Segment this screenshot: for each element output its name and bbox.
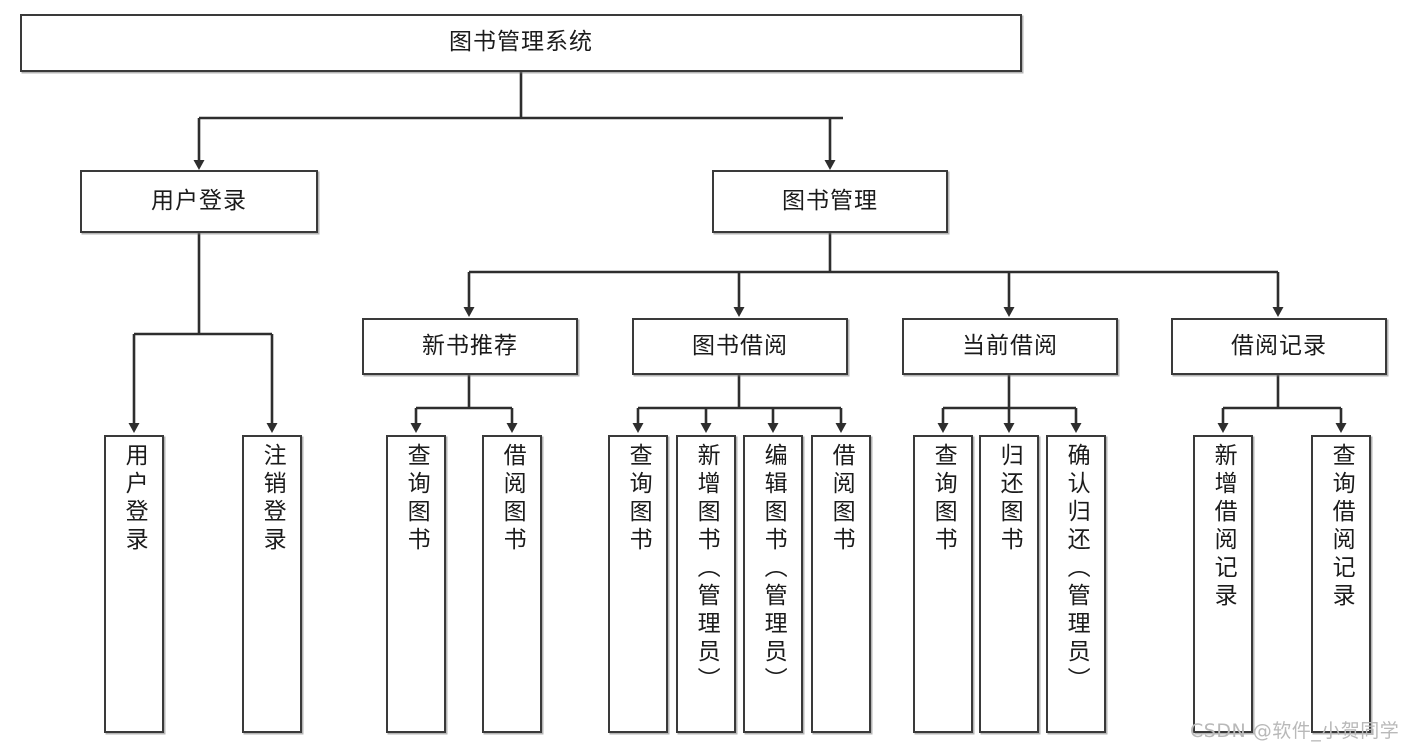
node-leaf-borrow-book-2[interactable]: 借阅图书 — [811, 435, 871, 733]
node-borrow-record[interactable]: 借阅记录 — [1171, 318, 1387, 375]
node-leaf-edit-book[interactable]: 编辑图书（管理员） — [743, 435, 803, 733]
node-leaf-query-book-3[interactable]: 查询图书 — [913, 435, 973, 733]
node-new-book-recommend[interactable]: 新书推荐 — [362, 318, 578, 375]
node-label: 借阅图书 — [828, 443, 855, 555]
node-label: 归还图书 — [996, 443, 1023, 555]
node-label: 图书借阅 — [692, 332, 788, 359]
node-leaf-query-record[interactable]: 查询借阅记录 — [1311, 435, 1371, 733]
csdn-watermark: CSDN @软件_小贺同学 — [1190, 720, 1400, 742]
node-label: 编辑图书（管理员） — [760, 443, 787, 695]
node-label: 查询图书 — [625, 443, 652, 555]
node-book-manage[interactable]: 图书管理 — [712, 170, 948, 233]
node-user-login[interactable]: 用户登录 — [80, 170, 318, 233]
node-leaf-add-record[interactable]: 新增借阅记录 — [1193, 435, 1253, 733]
node-label: 用户登录 — [151, 187, 247, 214]
node-leaf-user-logout[interactable]: 注销登录 — [242, 435, 302, 733]
node-label: 查询图书 — [403, 443, 430, 555]
node-leaf-query-book-1[interactable]: 查询图书 — [386, 435, 446, 733]
node-leaf-borrow-book-1[interactable]: 借阅图书 — [482, 435, 542, 733]
node-leaf-return-book[interactable]: 归还图书 — [979, 435, 1039, 733]
node-label: 查询图书 — [930, 443, 957, 555]
node-label: 图书管理系统 — [449, 29, 593, 56]
node-root-book-management-system[interactable]: 图书管理系统 — [20, 14, 1022, 72]
node-current-borrow[interactable]: 当前借阅 — [902, 318, 1118, 375]
node-label: 新书推荐 — [422, 332, 518, 359]
node-label: 新增图书（管理员） — [693, 443, 720, 695]
node-leaf-add-book[interactable]: 新增图书（管理员） — [676, 435, 736, 733]
node-leaf-query-book-2[interactable]: 查询图书 — [608, 435, 668, 733]
node-label: 注销登录 — [259, 443, 286, 555]
node-label: 图书管理 — [782, 187, 878, 214]
node-leaf-user-login[interactable]: 用户登录 — [104, 435, 164, 733]
node-label: 借阅记录 — [1231, 332, 1327, 359]
node-label: 确认归还（管理员） — [1063, 443, 1090, 695]
node-label: 用户登录 — [121, 443, 148, 555]
node-label: 借阅图书 — [499, 443, 526, 555]
node-label: 查询借阅记录 — [1328, 443, 1355, 611]
node-label: 当前借阅 — [962, 332, 1058, 359]
node-leaf-confirm-return[interactable]: 确认归还（管理员） — [1046, 435, 1106, 733]
node-book-borrow[interactable]: 图书借阅 — [632, 318, 848, 375]
node-label: 新增借阅记录 — [1210, 443, 1237, 611]
